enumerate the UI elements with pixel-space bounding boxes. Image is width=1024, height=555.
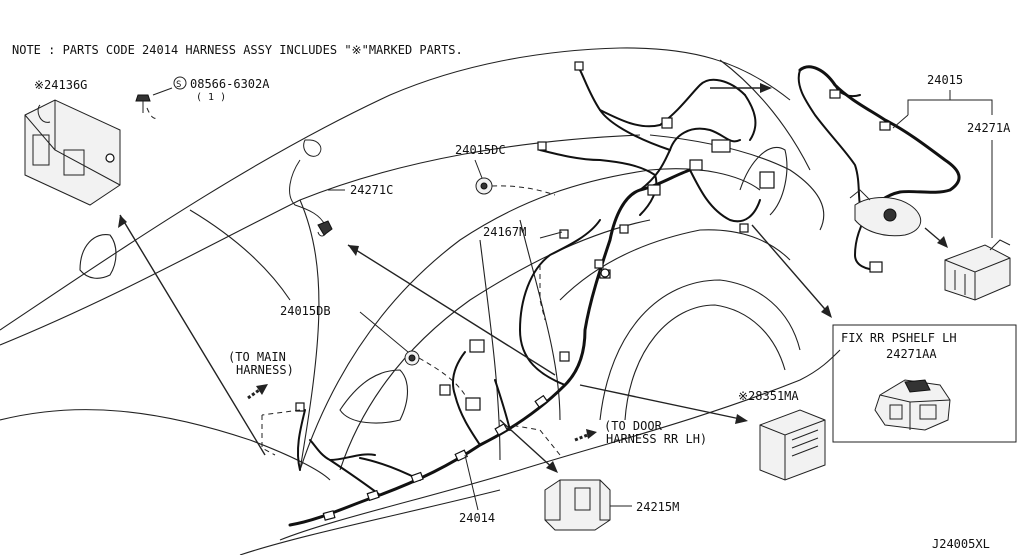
label-24136g: ※24136G xyxy=(34,78,87,92)
s-circle-icon xyxy=(173,76,187,90)
harness-connectors xyxy=(295,61,891,521)
label-08566-6302a: 08566-6302A xyxy=(190,77,270,91)
mount-24015-illustration xyxy=(849,189,922,237)
diagram-id: J24005XL xyxy=(932,537,990,551)
harness-rear-deck xyxy=(539,69,761,223)
bracket-24136g-illustration xyxy=(24,99,121,206)
clip-24215m-illustration xyxy=(544,479,611,531)
label-harness-rr-lh: HARNESS RR LH) xyxy=(606,432,707,446)
fix-rr-pshelf-box xyxy=(832,324,1017,443)
label-24167m: 24167M xyxy=(483,225,526,239)
note-text: NOTE : PARTS CODE 24014 HARNESS ASSY INC… xyxy=(12,43,463,57)
label-to-door: (TO DOOR xyxy=(604,419,663,433)
part-24271c-illustration xyxy=(289,139,333,237)
leader-lines xyxy=(118,83,993,511)
module-28351ma-illustration xyxy=(759,409,826,481)
harness-24014 xyxy=(288,168,692,527)
label-24015dc: 24015DC xyxy=(455,143,506,157)
label-24271c: 24271C xyxy=(350,183,393,197)
clip-24271a-illustration xyxy=(944,239,1011,301)
harness-24015 xyxy=(797,65,961,271)
label-24014: 24014 xyxy=(459,511,495,525)
label-main-harness: HARNESS) xyxy=(236,363,294,377)
label-24271a: 24271A xyxy=(967,121,1011,135)
label-24215m: 24215M xyxy=(636,500,679,514)
label-fix-rr-pshelf: FIX RR PSHELF LH xyxy=(841,331,957,345)
s-circle-letter: S xyxy=(176,80,181,90)
label-24271aa: 24271AA xyxy=(886,347,937,361)
label-to-main: (TO MAIN xyxy=(228,350,286,364)
part-24015dc-illustration xyxy=(475,177,556,196)
label-28351ma: ※28351MA xyxy=(738,389,799,403)
car-body-outline xyxy=(0,47,841,555)
label-24015: 24015 xyxy=(927,73,963,87)
screw-08566-illustration: S xyxy=(135,76,187,119)
label-24015db: 24015DB xyxy=(280,304,331,318)
label-08566-qty: ( 1 ) xyxy=(196,92,226,103)
part-24015db-illustration xyxy=(404,350,466,396)
